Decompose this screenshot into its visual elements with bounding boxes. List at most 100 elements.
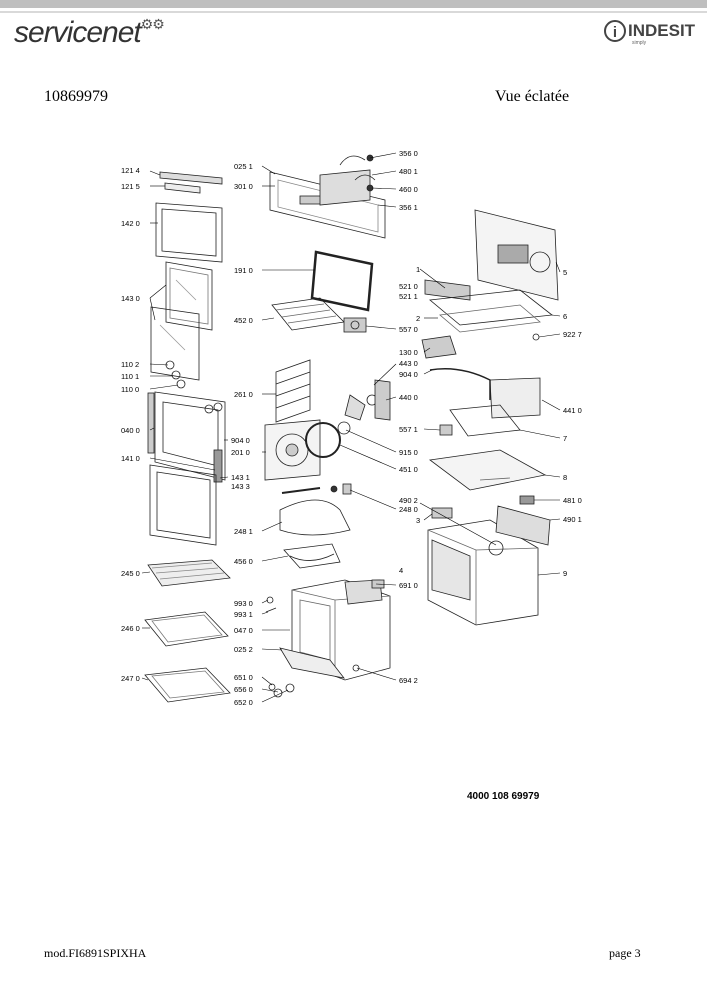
insulation-tray bbox=[428, 424, 547, 491]
door-hinge-parts bbox=[165, 360, 223, 414]
part-label: 142 0 bbox=[121, 219, 140, 228]
part-label: 9 bbox=[563, 569, 567, 578]
indesit-i-icon: i bbox=[604, 20, 626, 42]
part-label: 121 5 bbox=[121, 182, 140, 191]
outer-casing bbox=[427, 519, 539, 626]
indesit-logo-text: INDESIT bbox=[628, 21, 696, 40]
part-label: 1 bbox=[416, 265, 420, 274]
part-label: 993 1 bbox=[234, 610, 253, 619]
part-labels: 121 4 121 5 142 0 143 0 110 2 110 1 110 … bbox=[121, 149, 582, 707]
part-label: 130 0 bbox=[399, 348, 418, 357]
document-number: 10869979 bbox=[44, 88, 108, 105]
part-label: 691 0 bbox=[399, 581, 418, 590]
lamp-holder bbox=[343, 317, 367, 333]
part-label: 025 1 bbox=[234, 162, 253, 171]
part-code: 4000 108 69979 bbox=[467, 791, 540, 802]
circular-heating-element bbox=[305, 422, 341, 458]
part-label: 651 0 bbox=[234, 673, 253, 682]
part-label: 143 3 bbox=[231, 482, 250, 491]
part-label: 521 1 bbox=[399, 292, 418, 301]
top-heating-element bbox=[279, 499, 351, 536]
part-label: 040 0 bbox=[121, 426, 140, 435]
part-label: 5 bbox=[563, 268, 567, 277]
part-label: 557 1 bbox=[399, 425, 418, 434]
part-label: 443 0 bbox=[399, 359, 418, 368]
page-number: page 3 bbox=[609, 946, 641, 960]
grill-tray bbox=[147, 559, 231, 587]
part-label: 3 bbox=[416, 516, 420, 525]
part-label: 904 0 bbox=[231, 436, 250, 445]
part-label: 246 0 bbox=[121, 624, 140, 633]
part-label: 261 0 bbox=[234, 390, 253, 399]
indesit-logo-subtext: simply bbox=[632, 40, 647, 46]
servicenet-logo-text: servicenet bbox=[14, 16, 142, 49]
part-label: 6 bbox=[563, 312, 567, 321]
control-knobs-and-wiring bbox=[319, 154, 376, 206]
door-glass-middle bbox=[165, 261, 213, 331]
door-glass-inner bbox=[150, 306, 200, 381]
part-label: 2 bbox=[416, 314, 420, 323]
fan-cover-panel bbox=[264, 419, 321, 481]
part-label: 490 2 bbox=[399, 496, 418, 505]
side-rack bbox=[275, 359, 311, 423]
electronic-module bbox=[424, 279, 471, 301]
part-label: 191 0 bbox=[234, 266, 253, 275]
part-label: 121 4 bbox=[121, 166, 140, 175]
gears-icon: ⚙⚙ bbox=[140, 16, 165, 32]
door-glass-front bbox=[149, 464, 217, 546]
part-label: 460 0 bbox=[399, 185, 418, 194]
part-label: 480 1 bbox=[399, 167, 418, 176]
part-label: 904 0 bbox=[399, 370, 418, 379]
part-label: 245 0 bbox=[121, 569, 140, 578]
part-label: 143 0 bbox=[121, 294, 140, 303]
cooling-duct-assembly bbox=[429, 368, 541, 437]
part-label: 356 0 bbox=[399, 149, 418, 158]
model-number: mod.FI6891SPIXHA bbox=[44, 946, 147, 960]
part-label: 4 bbox=[399, 566, 403, 575]
part-label: 110 1 bbox=[121, 372, 139, 381]
part-label: 922 7 bbox=[563, 330, 582, 339]
door-top-trim bbox=[159, 171, 223, 194]
part-label: 7 bbox=[563, 434, 567, 443]
part-label: 694 2 bbox=[399, 676, 418, 685]
part-label: 8 bbox=[563, 473, 567, 482]
part-label: 456 0 bbox=[234, 557, 253, 566]
part-label: 110 0 bbox=[121, 385, 139, 394]
part-label: 248 1 bbox=[234, 527, 253, 536]
shallow-tray bbox=[144, 611, 229, 647]
part-label: 356 1 bbox=[399, 203, 418, 212]
door-inner-frame bbox=[147, 391, 226, 483]
door-seal bbox=[310, 250, 374, 312]
part-label: 025 2 bbox=[234, 645, 253, 654]
part-label: 141 0 bbox=[121, 454, 140, 463]
part-label: 441 0 bbox=[563, 406, 582, 415]
part-label: 143 1 bbox=[231, 473, 250, 482]
part-label: 481 0 bbox=[563, 496, 582, 505]
part-label: 557 0 bbox=[399, 325, 418, 334]
part-label: 047 0 bbox=[234, 626, 253, 635]
part-label: 656 0 bbox=[234, 685, 253, 694]
part-label: 652 0 bbox=[234, 698, 253, 707]
part-label: 521 0 bbox=[399, 282, 418, 291]
header-divider bbox=[0, 11, 707, 13]
part-label: 110 2 bbox=[121, 360, 139, 369]
part-label: 301 0 bbox=[234, 182, 253, 191]
part-label: 248 0 bbox=[399, 505, 418, 514]
servicenet-logo: servicenet⚙⚙ bbox=[14, 16, 165, 50]
page-title: Vue éclatée bbox=[495, 88, 570, 105]
part-label: 452 0 bbox=[234, 316, 253, 325]
thermostat-sensor bbox=[281, 483, 352, 495]
part-label: 490 1 bbox=[563, 515, 582, 524]
cavity-front-frame bbox=[279, 647, 345, 679]
part-label: 451 0 bbox=[399, 465, 418, 474]
convection-fan bbox=[337, 379, 391, 435]
part-label: 247 0 bbox=[121, 674, 140, 683]
part-label: 440 0 bbox=[399, 393, 418, 402]
part-label: 993 0 bbox=[234, 599, 253, 608]
deep-tray bbox=[144, 667, 231, 703]
part-label: 915 0 bbox=[399, 448, 418, 457]
part-label: 201 0 bbox=[231, 448, 250, 457]
rear-panel-and-connectors bbox=[431, 495, 551, 546]
